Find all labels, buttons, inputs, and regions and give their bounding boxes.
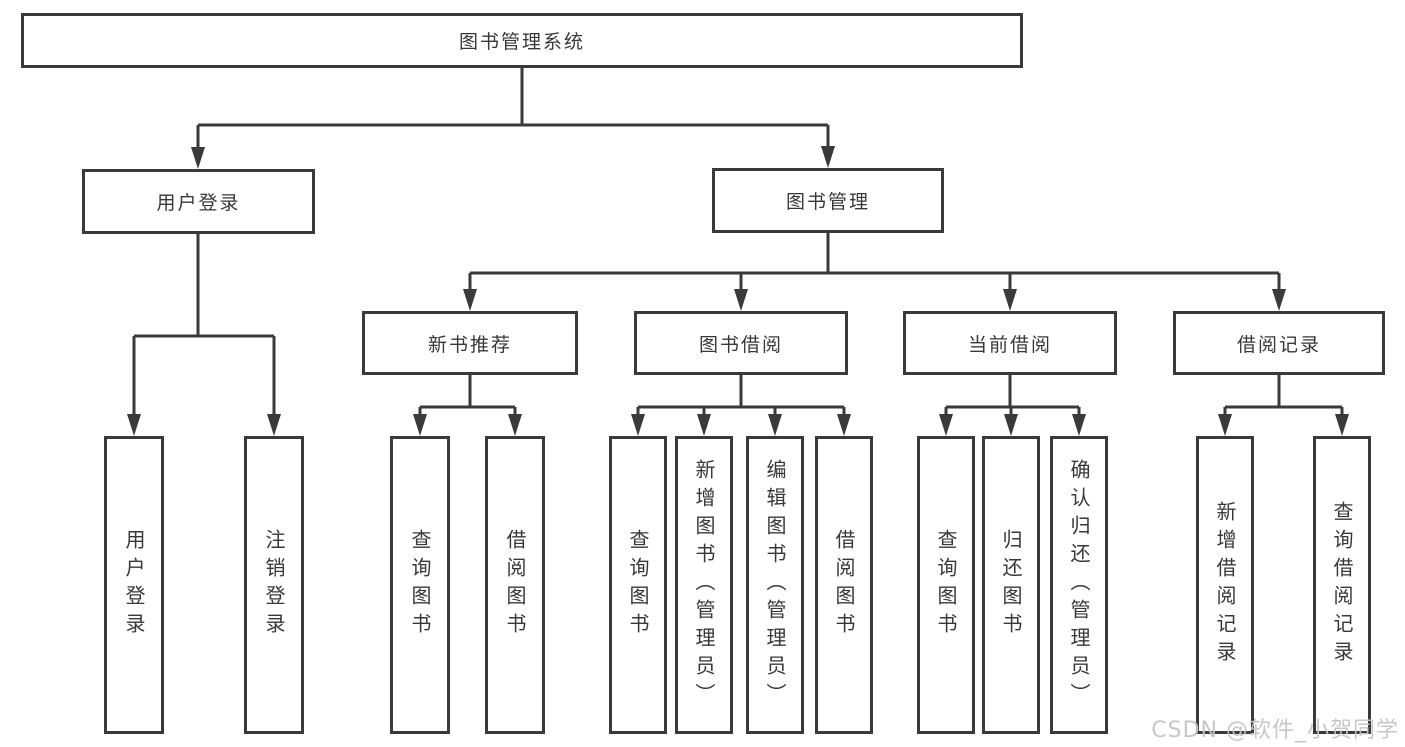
leaf-cb-return-books-label: 归还图书 (999, 529, 1023, 641)
node-user-login-label: 用户登录 (156, 192, 241, 214)
leaf-bb-edit-books-admin-label: 编辑图书（管理员） (763, 459, 787, 711)
node-borrowing-records: 借阅记录 (1173, 311, 1385, 375)
node-new-book-recommend: 新书推荐 (362, 311, 578, 375)
node-book-management: 图书管理 (712, 168, 944, 233)
leaf-br-query-record: 查询借阅记录 (1313, 436, 1371, 734)
leaf-bb-query-books: 查询图书 (609, 436, 667, 734)
node-borrowing-records-label: 借阅记录 (1236, 333, 1321, 356)
leaf-nbr-query-books-label: 查询图书 (408, 529, 432, 641)
leaf-bb-borrow-books: 借阅图书 (815, 436, 873, 734)
leaf-br-query-record-label: 查询借阅记录 (1330, 501, 1354, 669)
leaf-br-add-record-label: 新增借阅记录 (1213, 501, 1237, 669)
node-library-system: 图书管理系统 (21, 13, 1023, 68)
leaf-cb-query-books-label: 查询图书 (934, 529, 958, 641)
node-book-borrowing-label: 图书借阅 (698, 333, 783, 356)
node-book-borrowing: 图书借阅 (634, 311, 848, 375)
leaf-bb-add-books-admin-label: 新增图书（管理员） (692, 459, 716, 711)
leaf-user-login-label: 用户登录 (122, 529, 146, 641)
leaf-bb-query-books-label: 查询图书 (626, 529, 650, 641)
leaf-bb-borrow-books-label: 借阅图书 (832, 529, 856, 641)
node-new-book-recommend-label: 新书推荐 (427, 333, 512, 356)
csdn-watermark: CSDN @软件_小贺同学 (1151, 718, 1399, 743)
node-user-login: 用户登录 (82, 169, 315, 234)
node-library-system-label: 图书管理系统 (458, 31, 585, 53)
leaf-logout: 注销登录 (244, 436, 304, 734)
leaf-nbr-borrow-books-label: 借阅图书 (503, 529, 527, 641)
leaf-bb-add-books-admin: 新增图书（管理员） (675, 436, 733, 734)
leaf-nbr-query-books: 查询图书 (390, 436, 450, 734)
leaf-cb-query-books: 查询图书 (917, 436, 975, 734)
node-current-borrowing: 当前借阅 (903, 311, 1117, 375)
leaf-cb-return-books: 归还图书 (982, 436, 1040, 734)
node-current-borrowing-label: 当前借阅 (967, 333, 1052, 356)
leaf-user-login: 用户登录 (104, 436, 164, 734)
leaf-nbr-borrow-books: 借阅图书 (485, 436, 545, 734)
node-book-management-label: 图书管理 (785, 191, 870, 213)
leaf-cb-confirm-return-admin: 确认归还（管理员） (1050, 436, 1108, 734)
leaf-bb-edit-books-admin: 编辑图书（管理员） (746, 436, 804, 734)
leaf-logout-label: 注销登录 (262, 529, 286, 641)
leaf-cb-confirm-return-admin-label: 确认归还（管理员） (1067, 459, 1091, 711)
leaf-br-add-record: 新增借阅记录 (1196, 436, 1254, 734)
